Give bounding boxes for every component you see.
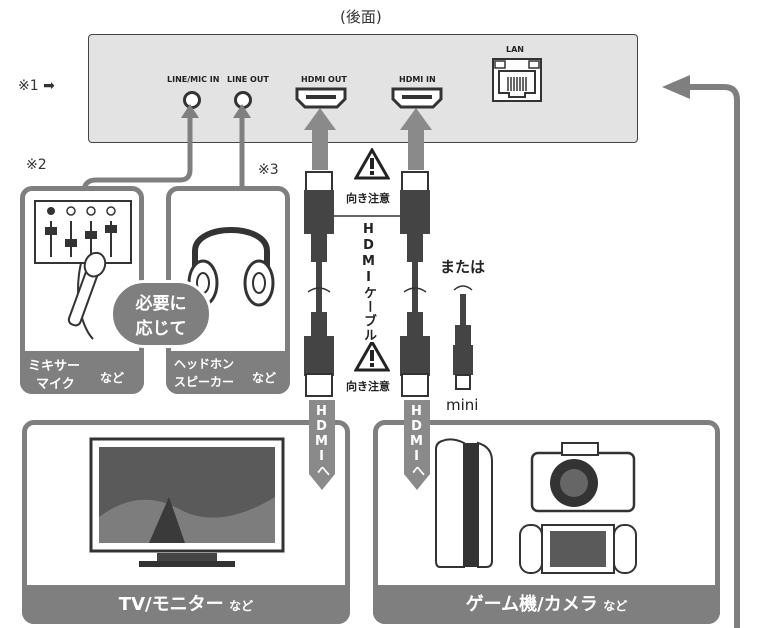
headphone-line2: スピーカー [174,375,235,389]
badge-line1: 必要に [135,294,187,314]
hdmi-in-port-icon [391,87,443,109]
port-label-hdmi-in: HDMI IN [399,75,436,84]
device-rear-panel: LINE/MIC IN LINE OUT HDMI OUT HDMI IN LA… [88,34,638,143]
hdmi-cable-label: HDMIケーブル [359,222,378,342]
camera-icon [530,442,636,513]
right-arrow-icon: ➡ [43,78,55,94]
mini-label: mini [446,396,479,414]
mixer-caption: ミキサー マイク など [20,351,144,394]
port-label-hdmi-out: HDMI OUT [301,75,347,84]
game-camera-panel: ゲーム機/カメラ など [373,420,720,624]
tv-caption: TV/モニター など [22,585,350,624]
port-label-line-mic-in: LINE/MIC IN [167,75,220,84]
hdmi-down-arrow-right [404,400,430,490]
mixer-line2: マイク [36,377,75,392]
rear-label: (後面) [340,8,382,26]
tv-suffix: など [229,599,254,613]
port-label-line-out: LINE OUT [227,75,269,84]
to-hdmi-left: HDMIへ [314,404,329,477]
port-label-lan: LAN [506,45,524,54]
headphone-line1: ヘッドホン [174,357,235,371]
tv-panel: TV/モニター など [22,420,350,624]
mixer-line1: ミキサー [28,359,81,374]
note-1: ※1 ➡ [18,78,55,94]
headphone-suffix: など [252,371,277,385]
lan-port-icon [492,58,542,102]
mixer-suffix: など [100,371,125,385]
headphone-caption: ヘッドホン スピーカー など [166,351,290,394]
note-1-label: ※1 [18,78,39,94]
tv-icon [89,437,285,567]
handheld-console-icon [519,524,637,574]
game-label: ゲーム機/カメラ [465,594,598,615]
as-needed-badge: 必要に 応じて [110,280,212,348]
note-3: ※3 [258,162,279,178]
caution-label-top: 向き注意 [346,192,390,205]
caution-label-bottom: 向き注意 [346,380,390,393]
or-label: または [440,258,486,276]
hdmi-out-port-icon [295,87,347,109]
warning-icon-top [354,148,390,180]
tv-label: TV/モニター [118,594,224,615]
note-2: ※2 [26,157,47,173]
to-hdmi-right: HDMIへ [409,404,424,477]
mixer-icon [34,200,132,340]
game-caption: ゲーム機/カメラ など [373,585,720,624]
game-suffix: など [603,599,628,613]
badge-line2: 応じて [135,319,187,339]
warning-icon-bottom [354,340,390,372]
game-console-icon [435,438,493,568]
hdmi-down-arrow-left [309,400,335,490]
